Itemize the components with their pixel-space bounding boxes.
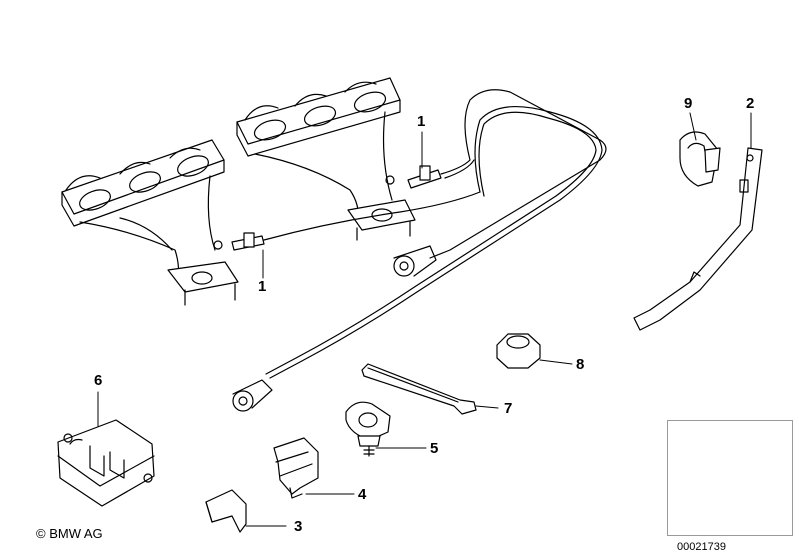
oxygen-sensor-rear [393,89,607,277]
oxygen-sensor-front [231,106,603,412]
callout-6[interactable]: 6 [94,372,103,389]
callout-4[interactable]: 4 [358,486,367,503]
copyright-label: © BMW AG [36,526,103,541]
cable-tie [361,363,477,415]
clip [679,131,721,187]
cable-clamp [345,401,391,457]
callout-8[interactable]: 8 [576,356,585,373]
document-number: 00021739 [677,541,726,553]
callout-9[interactable]: 9 [684,95,693,112]
callout-3[interactable]: 3 [294,518,303,535]
vehicle-thumbnail-frame [667,420,793,536]
exhaust-manifold-right [236,77,416,241]
retaining-clip [273,437,319,499]
callout-1-upper[interactable]: 1 [417,113,426,130]
exhaust-manifold-left [61,139,239,306]
callout-1-lower[interactable]: 1 [258,278,267,295]
cable-holder [57,419,155,507]
callout-2[interactable]: 2 [746,95,755,112]
callout-5[interactable]: 5 [430,440,439,457]
leader-lines [97,112,752,527]
hex-nut [496,333,541,369]
bracket [633,147,763,331]
callout-7[interactable]: 7 [504,400,513,417]
holder [205,489,247,533]
